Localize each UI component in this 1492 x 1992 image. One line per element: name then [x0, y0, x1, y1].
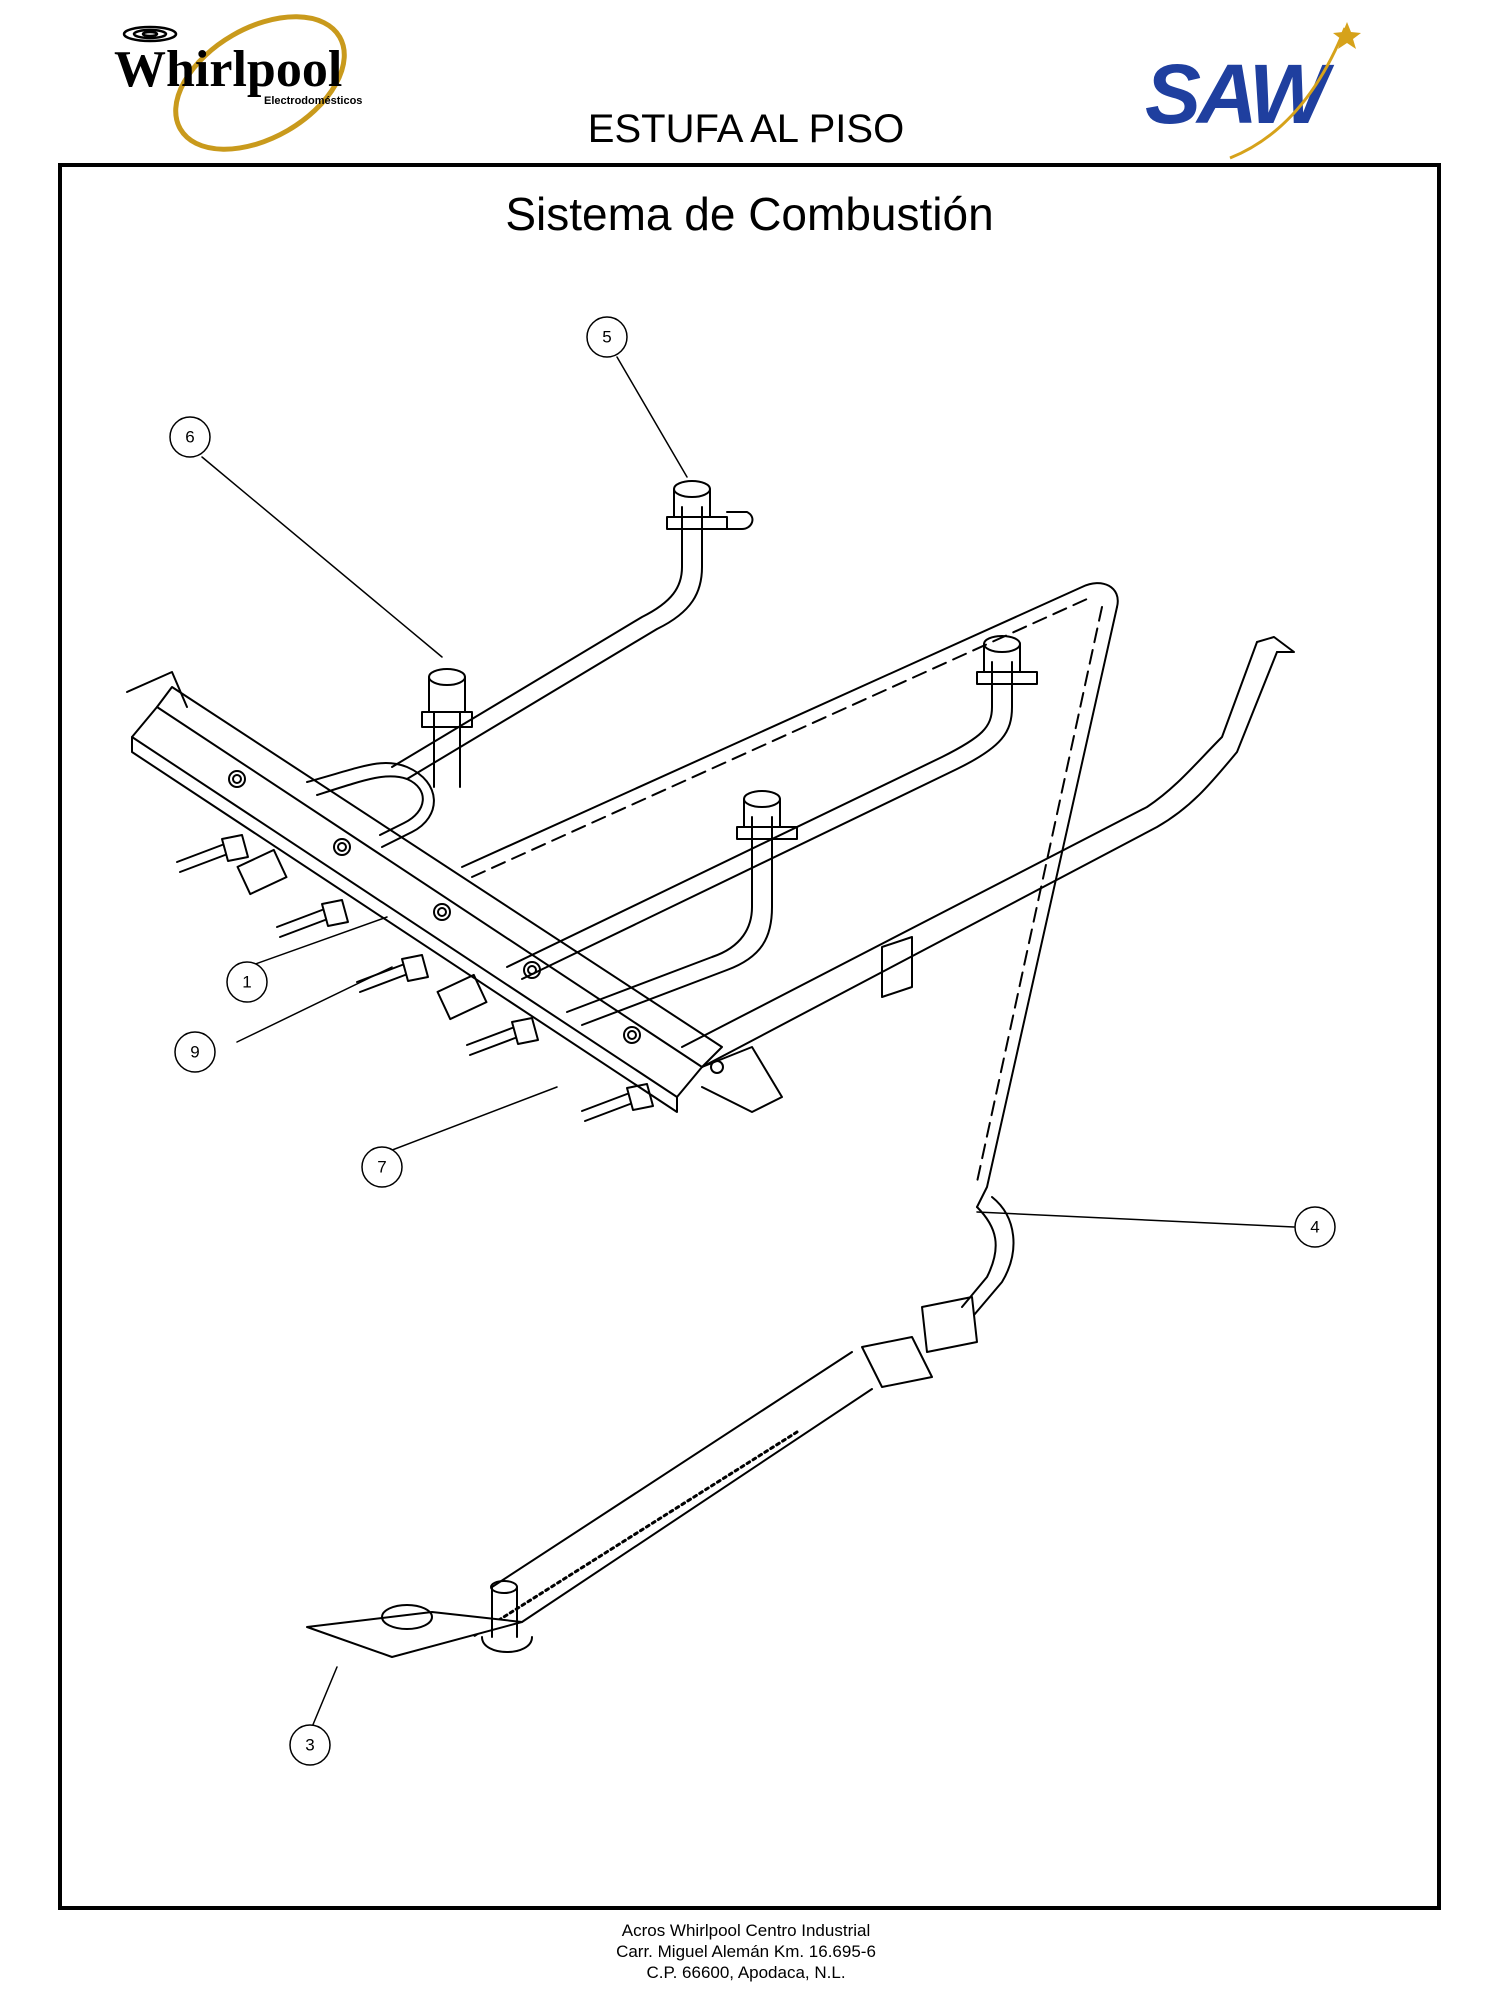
footer-line-3: C.P. 66600, Apodaca, N.L. [646, 1963, 846, 1982]
brand-left: Whirlpool [114, 41, 342, 98]
burner-tube-6 [306, 668, 473, 848]
diagram-title: Sistema de Combustión [505, 188, 994, 240]
front-frame-rail [681, 636, 1295, 1068]
oven-gas-pipe-4 [921, 1196, 1015, 1353]
callout-3: 3 [305, 1736, 314, 1755]
gas-manifold-bar [126, 671, 783, 1113]
callout-7: 7 [377, 1158, 386, 1177]
valve-shafts [176, 834, 654, 1122]
callout-5: 5 [602, 328, 611, 347]
callout-circles [169, 316, 1336, 1766]
saw-logo: SAW [1145, 22, 1361, 160]
diagram-frame: 5 6 1 9 7 4 3 Sistema de Combustión [58, 163, 1441, 1910]
callout-leaders [201, 356, 1295, 1728]
footer-line-1: Acros Whirlpool Centro Industrial [621, 1921, 871, 1940]
callout-4: 4 [1310, 1218, 1319, 1237]
callout-9: 9 [190, 1043, 199, 1062]
combustion-system-diagram: 5 6 1 9 7 4 3 [126, 316, 1336, 1766]
oven-burner-3 [306, 1336, 933, 1658]
brand-left-sub: Electrodomésticos [264, 95, 362, 107]
callout-6: 6 [185, 428, 194, 447]
rear-gas-pipe [461, 582, 1119, 1208]
burner-tube-back-right [506, 635, 1038, 980]
burner-tube-center [566, 790, 798, 1026]
footer-line-2: Carr. Miguel Alemán Km. 16.695-6 [616, 1942, 876, 1961]
page-header-title: ESTUFA AL PISO [587, 107, 905, 151]
brand-right: SAW [1145, 47, 1335, 141]
callout-1: 1 [242, 973, 251, 992]
footer-address: Acros Whirlpool Centro Industrial Carr. … [0, 1920, 1492, 1983]
burner-tube-5 [391, 480, 754, 780]
whirlpool-logo: Whirlpool Electrodomésticos [114, 14, 362, 152]
